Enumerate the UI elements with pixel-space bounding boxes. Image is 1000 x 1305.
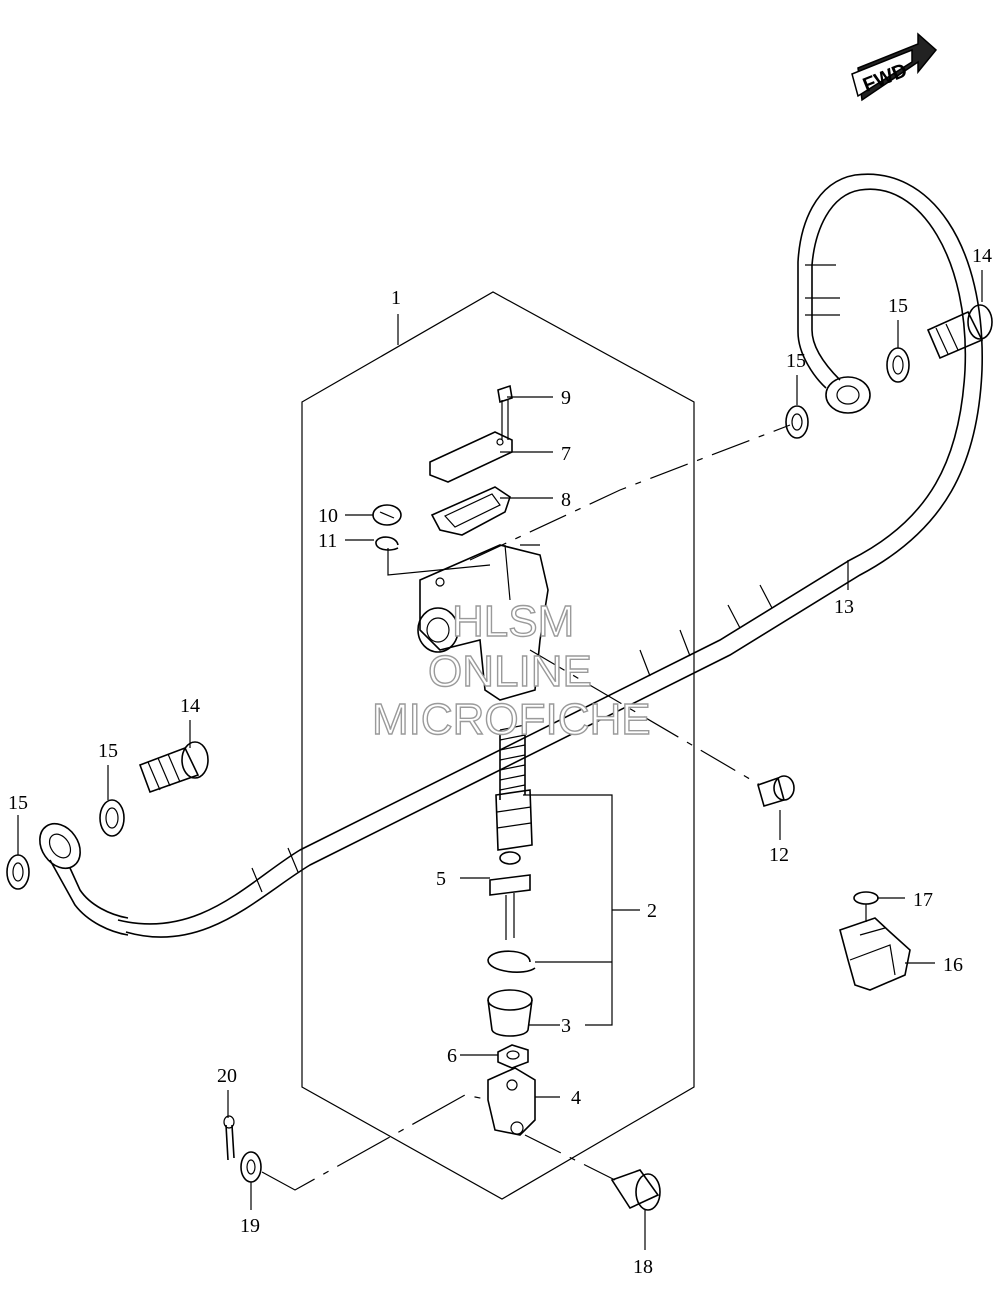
cotter-pin-20 xyxy=(223,1115,235,1161)
brake-hose-13 xyxy=(39,173,983,938)
watermark-line-1: HLSM xyxy=(452,597,574,646)
callout-15-right-lower: 15 xyxy=(786,350,806,372)
callout-14-right: 14 xyxy=(972,245,992,267)
clevis-pin-18 xyxy=(610,1169,661,1211)
callout-4: 4 xyxy=(571,1087,581,1109)
callout-13: 13 xyxy=(834,596,854,618)
callout-20: 20 xyxy=(217,1065,237,1087)
callout-17: 17 xyxy=(913,889,933,911)
watermark: HLSM ONLINE MICROFICHE xyxy=(371,596,651,744)
callout-15-left-lower: 15 xyxy=(8,792,28,814)
boot-3 xyxy=(487,989,533,1037)
callout-15-left-upper: 15 xyxy=(98,740,118,762)
master-cylinder-body xyxy=(417,544,549,701)
washer-15-right-upper xyxy=(886,347,910,383)
circlip-11 xyxy=(375,536,491,576)
washer-15-right-lower xyxy=(785,405,809,439)
callout-12: 12 xyxy=(769,844,789,866)
callout-19: 19 xyxy=(240,1215,260,1237)
callout-9: 9 xyxy=(561,387,571,409)
snap-ring xyxy=(487,950,536,973)
watermark-line-2: ONLINE xyxy=(428,647,592,696)
clevis-4 xyxy=(487,1067,536,1136)
callout-2: 2 xyxy=(647,900,657,922)
leader-lines xyxy=(17,270,983,1250)
nut-6 xyxy=(497,1044,529,1069)
callout-5: 5 xyxy=(436,868,446,890)
hose-guide-16 xyxy=(839,917,911,991)
grommet-10 xyxy=(372,504,402,526)
callout-11: 11 xyxy=(318,530,337,552)
diaphragm-8 xyxy=(430,486,511,536)
callout-6: 6 xyxy=(447,1045,457,1067)
washer-15-left-upper xyxy=(99,799,125,837)
callout-15-right-upper: 15 xyxy=(888,295,908,317)
bolt-9 xyxy=(497,384,513,440)
piston-spring xyxy=(499,724,526,800)
callout-10: 10 xyxy=(318,505,338,527)
screw-12 xyxy=(757,775,795,807)
piston-2 xyxy=(495,789,533,851)
fwd-arrow-badge: FWD xyxy=(851,32,938,102)
callout-18: 18 xyxy=(633,1256,653,1278)
assembly-1-boundary xyxy=(301,291,695,1200)
push-rod-5 xyxy=(489,851,531,940)
callout-14-left: 14 xyxy=(180,695,200,717)
callout-labels: 1 9 7 8 10 11 13 14 15 15 14 15 15 12 5 … xyxy=(8,245,992,1278)
callout-3: 3 xyxy=(561,1015,571,1037)
watermark-line-3: MICROFICHE xyxy=(372,695,651,744)
banjo-bolt-14-left xyxy=(138,741,209,794)
washer-15-left-lower xyxy=(6,854,30,890)
callout-16: 16 xyxy=(943,954,963,976)
callout-7: 7 xyxy=(561,443,571,465)
washer-19 xyxy=(240,1151,262,1183)
callout-8: 8 xyxy=(561,489,571,511)
callout-1: 1 xyxy=(391,287,401,309)
banjo-bolt-14-right xyxy=(926,304,993,360)
reservoir-cap-7 xyxy=(429,431,513,483)
